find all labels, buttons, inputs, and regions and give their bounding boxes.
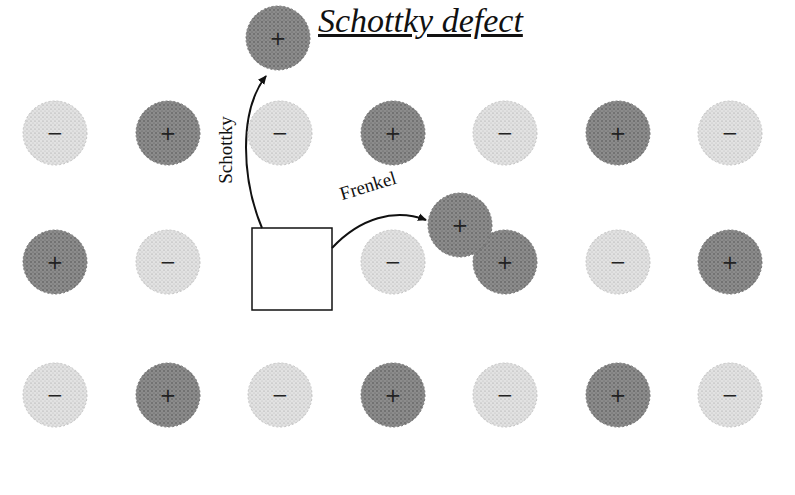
charge-sign: − (360, 229, 426, 295)
charge-sign: + (22, 229, 88, 295)
charge-sign: + (135, 100, 201, 166)
charge-sign: + (585, 100, 651, 166)
charge-sign: − (472, 362, 538, 428)
anion: − (22, 100, 88, 166)
charge-sign: − (22, 100, 88, 166)
title: Schottky defect (318, 2, 523, 40)
charge-sign: + (585, 362, 651, 428)
arrow-label: Frenkel (337, 167, 399, 205)
charge-sign: − (247, 100, 313, 166)
charge-sign: − (697, 362, 763, 428)
anion: − (135, 229, 201, 295)
charge-sign: − (22, 362, 88, 428)
cation: + (245, 5, 311, 71)
charge-sign: − (585, 229, 651, 295)
charge-sign: + (697, 229, 763, 295)
charge-sign: − (697, 100, 763, 166)
charge-sign: + (360, 362, 426, 428)
anion: − (247, 362, 313, 428)
anion: − (22, 362, 88, 428)
anion: − (360, 229, 426, 295)
charge-sign: + (135, 362, 201, 428)
charge-sign: + (245, 5, 311, 71)
vacancy-square (252, 228, 332, 310)
cation: + (22, 229, 88, 295)
charge-sign: + (427, 192, 493, 258)
cation: + (697, 229, 763, 295)
charge-sign: + (360, 100, 426, 166)
anion: − (697, 362, 763, 428)
cation: + (585, 100, 651, 166)
cation: + (585, 362, 651, 428)
anion: − (472, 100, 538, 166)
cation: + (135, 100, 201, 166)
cation: + (360, 100, 426, 166)
arrow-label: Schottky (215, 116, 237, 184)
anion: − (697, 100, 763, 166)
anion: − (472, 362, 538, 428)
anion: − (585, 229, 651, 295)
charge-sign: − (472, 100, 538, 166)
charge-sign: − (247, 362, 313, 428)
cation: + (360, 362, 426, 428)
anion: − (247, 100, 313, 166)
cation: + (427, 192, 493, 258)
charge-sign: − (135, 229, 201, 295)
cation: + (135, 362, 201, 428)
